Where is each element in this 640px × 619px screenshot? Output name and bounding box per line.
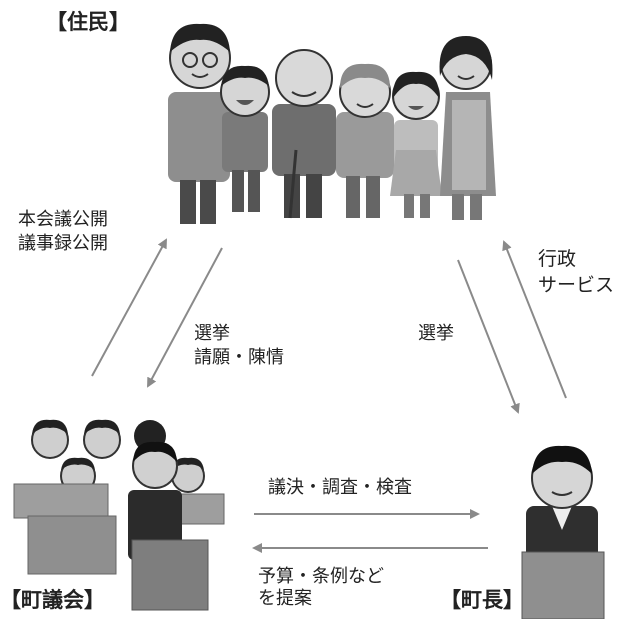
edge-label-line: 議決・調査・検査 [268,477,412,498]
council-illustration [13,419,225,611]
arrow-mayor-to-residents [502,240,567,399]
edge-mayor-to-council-label: 予算・条例など を提案 [258,566,384,610]
edge-label-line: 議事録公開 [18,233,108,254]
mayor-illustration [521,445,605,619]
father-figure [168,23,231,224]
grandfather-figure [272,49,336,219]
arrow-residents-to-council [147,247,223,388]
council-label: 【町議会】 [0,588,105,612]
edge-label-line: 予算・条例など [258,566,384,587]
arrow-residents-to-mayor [457,259,520,414]
edge-residents-to-mayor-label: 選挙 [418,322,454,346]
boy-figure [220,65,270,212]
edge-label-line: サービス [538,274,615,296]
edge-residents-to-council-label: 選挙 請願・陳情 [194,322,284,370]
edge-council-to-mayor-label: 議決・調査・検査 [268,476,412,500]
edge-mayor-to-residents-label: 行政 サービス [538,246,614,298]
edge-label-line: 請願・陳情 [194,347,284,368]
edge-council-to-residents-label: 本会議公開 議事録公開 [18,208,108,256]
grandmother-figure [336,63,394,218]
arrow-council-to-residents [91,238,167,377]
mayor-label: 【町長】 [440,588,524,612]
mother-figure [439,36,496,220]
edge-label-line: を提案 [258,588,312,609]
edge-label-line: 本会議公開 [18,209,108,230]
edge-label-line: 選挙 [418,323,454,344]
edge-label-line: 選挙 [194,323,230,344]
girl-figure [390,71,442,218]
council-members [31,419,205,494]
residents-illustration [168,23,496,224]
edge-label-line: 行政 [538,248,577,270]
residents-label: 【住民】 [46,10,130,34]
